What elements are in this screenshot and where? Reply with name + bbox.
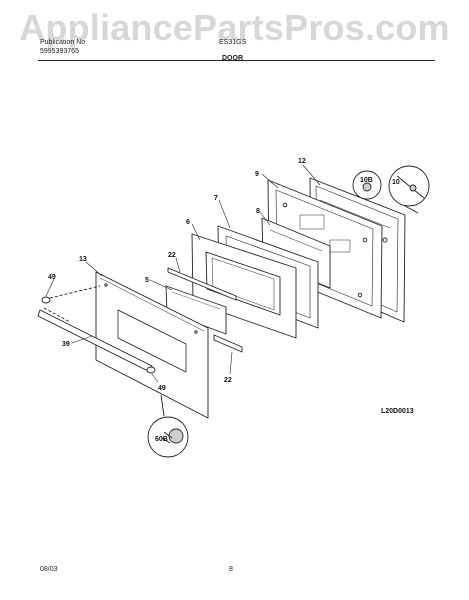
spacer-bar-lower: [213, 334, 243, 353]
callout-49-right: 49: [158, 385, 166, 392]
callout-9: 9: [255, 171, 259, 178]
spacer-bar-upper: [167, 267, 237, 301]
outer-glass: [165, 285, 227, 335]
callout-10b: 10B: [360, 177, 373, 184]
watermark: AppliancePartsPros.com: [19, 7, 450, 48]
screw-detail-60b: [147, 394, 189, 458]
handle-end-cap-right: [146, 366, 156, 374]
hardware-detail-10b: [352, 170, 382, 200]
model-number: ES31GS: [219, 39, 247, 46]
footer-date: 08/03: [40, 566, 58, 573]
callout-8: 8: [256, 208, 260, 215]
callout-6: 6: [186, 219, 190, 226]
publication-label: Publication No: [40, 39, 86, 46]
callout-13: 13: [79, 256, 87, 263]
section-title: DOOR: [222, 55, 243, 62]
callout-60b: 60B: [155, 436, 168, 443]
callout-39: 39: [62, 341, 70, 348]
hardware-detail-10: [388, 165, 430, 214]
header-rule: [38, 60, 435, 61]
callout-5: 5: [145, 277, 149, 284]
publication-number: 5995393765: [40, 48, 79, 55]
callout-leaders: [45, 164, 321, 383]
callout-22-lower: 22: [224, 377, 232, 384]
footer-page-number: 8: [229, 566, 233, 573]
callout-7: 7: [214, 195, 218, 202]
outer-door-panel: [95, 271, 209, 419]
callout-10: 10: [392, 179, 400, 186]
callout-12: 12: [298, 158, 306, 165]
art-code: L20D0013: [381, 408, 414, 415]
callout-49-left: 49: [48, 274, 56, 281]
handle-end-cap-left: [41, 285, 101, 304]
callout-22-upper: 22: [168, 252, 176, 259]
